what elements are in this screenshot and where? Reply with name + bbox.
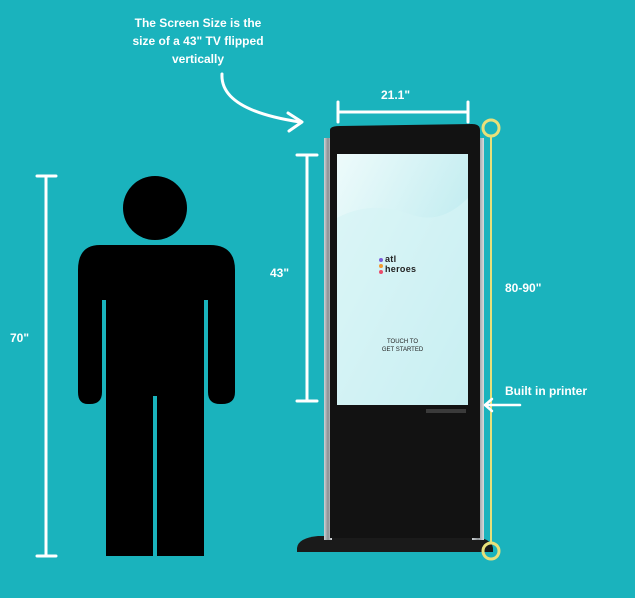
person-silhouette-icon — [78, 176, 235, 556]
curved-arrow-icon — [220, 72, 304, 133]
person-height-label: 70" — [10, 331, 30, 345]
note-line-2: size of a 43" TV flipped — [132, 34, 264, 48]
logo-text-line-1: atl — [385, 254, 397, 264]
person-height-marker — [35, 174, 58, 558]
cta-text-line-1[interactable]: TOUCH TO — [386, 339, 418, 345]
cta-text-line-2[interactable]: GET STARTED — [381, 347, 424, 353]
note-line-3: vertically — [171, 52, 225, 66]
printer-arrow-icon — [483, 397, 522, 413]
logo-text-line-2: heroes — [385, 264, 417, 274]
kiosk-height-label: 80-90" — [505, 281, 542, 295]
kiosk-height-marker — [481, 118, 501, 561]
note-line-1: The Screen Size is the — [134, 16, 262, 30]
screen-width-label: 21.1" — [381, 88, 411, 102]
kiosk — [297, 124, 493, 552]
screen-width-marker — [336, 100, 470, 124]
screen-height-label: 43" — [270, 266, 290, 280]
screen-height-marker — [295, 153, 319, 403]
atl-heroes-logo-icon — [379, 258, 383, 274]
kiosk-base — [297, 536, 493, 552]
printer-slot — [426, 409, 466, 413]
printer-label: Built in printer — [505, 384, 587, 398]
kiosk-left-frame — [324, 138, 332, 540]
